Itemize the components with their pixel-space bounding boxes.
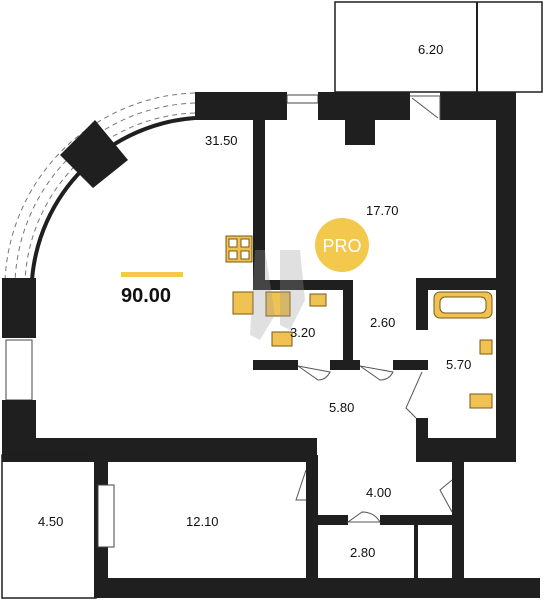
room-area-closet: 2.60 bbox=[370, 315, 395, 330]
sink-icon bbox=[479, 339, 493, 355]
total-area: 90.00 bbox=[121, 285, 171, 307]
room-area-bedroom: 12.10 bbox=[186, 514, 219, 529]
room-area-kitchen: 17.70 bbox=[366, 203, 399, 218]
balcony bbox=[334, 1, 543, 93]
window bbox=[286, 94, 319, 104]
room-area-balcony: 6.20 bbox=[418, 42, 443, 57]
window bbox=[5, 339, 33, 401]
toilet-icon bbox=[271, 331, 293, 347]
room-area-bath-small: 3.20 bbox=[290, 325, 315, 340]
sink-icon bbox=[232, 291, 254, 315]
room-area-living: 31.50 bbox=[205, 133, 238, 148]
room-area-corridor: 4.00 bbox=[366, 485, 391, 500]
sink-icon bbox=[309, 293, 327, 307]
total-area-underline bbox=[121, 272, 183, 277]
washbasin-icon bbox=[265, 291, 291, 317]
room-area-hall: 5.80 bbox=[329, 400, 354, 415]
room-area-bath-large: 5.70 bbox=[446, 357, 471, 372]
interior-walls bbox=[253, 120, 498, 583]
window bbox=[97, 484, 115, 548]
bay-window bbox=[4, 92, 196, 283]
pro-badge-text: PRO bbox=[322, 236, 361, 256]
bay-column bbox=[60, 120, 128, 188]
room-area-loggia: 4.50 bbox=[38, 514, 63, 529]
doors bbox=[295, 95, 453, 523]
fixtures bbox=[225, 235, 493, 409]
toilet-icon bbox=[469, 393, 493, 409]
pro-badge: PRO bbox=[315, 218, 369, 272]
watermark bbox=[250, 250, 305, 340]
room-area-storage: 2.80 bbox=[350, 545, 375, 560]
outer-walls bbox=[1, 92, 540, 599]
